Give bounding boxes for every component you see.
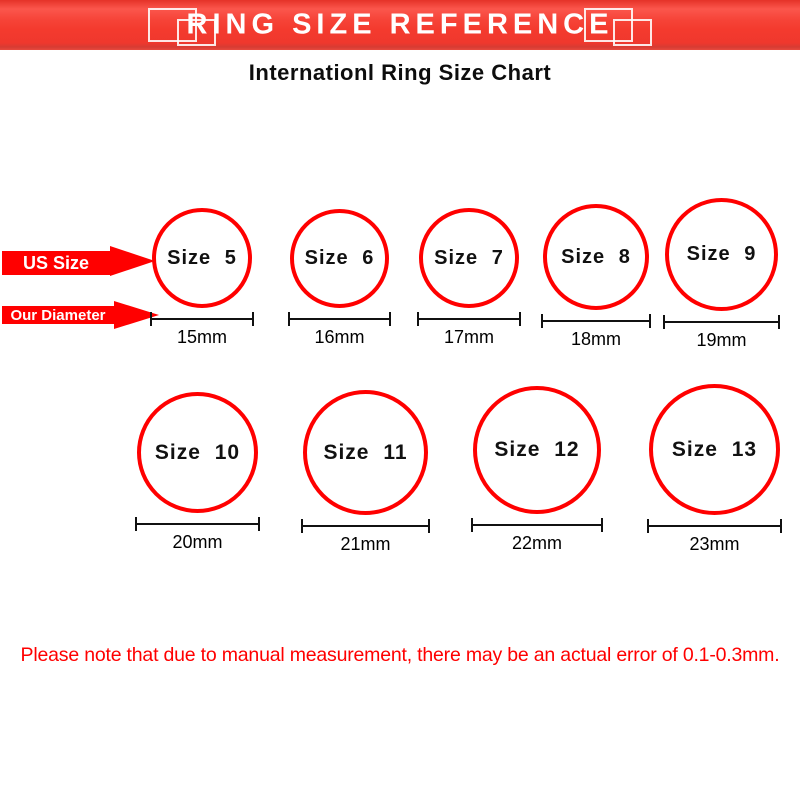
diameter-value: 20mm: [172, 532, 223, 552]
ring-size-label: Size 8: [561, 245, 631, 268]
ring-size-10: Size 10 20mm: [135, 392, 260, 553]
diameter-value: 17mm: [443, 327, 494, 347]
our-diameter-pointer: Our Diameter: [2, 301, 159, 329]
banner-title: RING SIZE REFERENCE: [186, 8, 614, 41]
ring-size-label: Size 6: [304, 247, 375, 269]
our-diameter-label: Our Diameter: [2, 306, 114, 324]
diameter-value: 19mm: [696, 330, 747, 350]
diameter-value: 15mm: [176, 327, 227, 347]
ring-circle: Size 11: [303, 390, 428, 515]
page-title: Internationl Ring Size Chart: [248, 60, 552, 85]
overlapping-squares-icon: [584, 7, 654, 47]
square-outline-small: [613, 19, 652, 46]
ring-size-7: Size 7 17mm: [417, 208, 521, 348]
diameter-measure-line: [301, 519, 430, 533]
ring-circle: Size 10: [137, 392, 258, 513]
diameter-measure-line: [417, 312, 521, 326]
ring-circle: Size 13: [649, 384, 780, 515]
ring-circle: Size 9: [665, 198, 778, 311]
ring-size-12: Size 12 22mm: [471, 386, 603, 554]
diameter-measure-line: [288, 312, 391, 326]
diameter-value: 21mm: [340, 534, 391, 554]
diameter-measure-line: [471, 518, 603, 532]
diameter-value: 23mm: [689, 534, 740, 554]
ring-size-label: Size 12: [494, 438, 580, 461]
square-outline-large: [584, 8, 633, 42]
ring-circle: Size 6: [290, 209, 389, 308]
ring-size-8: Size 8 18mm: [541, 204, 651, 350]
banner: RING SIZE REFERENCE: [0, 0, 800, 50]
overlapping-squares-icon: [148, 7, 218, 47]
diameter-measure-line: [647, 519, 782, 533]
ring-circle: Size 5: [152, 208, 252, 308]
ring-size-13: Size 13 23mm: [647, 384, 782, 555]
ring-size-label: Size 9: [686, 243, 757, 265]
ring-circle: Size 12: [473, 386, 601, 514]
ring-size-label: Size 13: [671, 437, 758, 461]
diameter-measure-line: [663, 315, 780, 329]
diameter-measure-line: [135, 517, 260, 531]
ring-size-label: Size 5: [167, 246, 237, 269]
ring-size-label: Size 10: [154, 440, 241, 464]
ring-size-9: Size 9 19mm: [663, 198, 780, 351]
ring-size-11: Size 11 21mm: [301, 390, 430, 555]
ring-size-label: Size 7: [434, 246, 504, 269]
square-outline-large: [148, 8, 197, 42]
arrow-right-icon: [110, 246, 155, 276]
measurement-note: Please note that due to manual measureme…: [20, 644, 780, 666]
diameter-measure-line: [150, 312, 254, 326]
diameter-value: 18mm: [570, 329, 621, 349]
us-size-label: US Size: [2, 251, 110, 275]
ring-size-6: Size 6 16mm: [288, 209, 391, 348]
ring-size-5: Size 5 15mm: [150, 208, 254, 348]
ring-circle: Size 8: [543, 204, 649, 310]
ring-circle: Size 7: [419, 208, 519, 308]
diameter-value: 16mm: [314, 327, 365, 347]
ring-size-label: Size 11: [323, 440, 408, 464]
diameter-measure-line: [541, 314, 651, 328]
us-size-pointer: US Size: [2, 246, 156, 276]
diameter-value: 22mm: [511, 533, 562, 553]
square-outline-small: [177, 19, 216, 46]
